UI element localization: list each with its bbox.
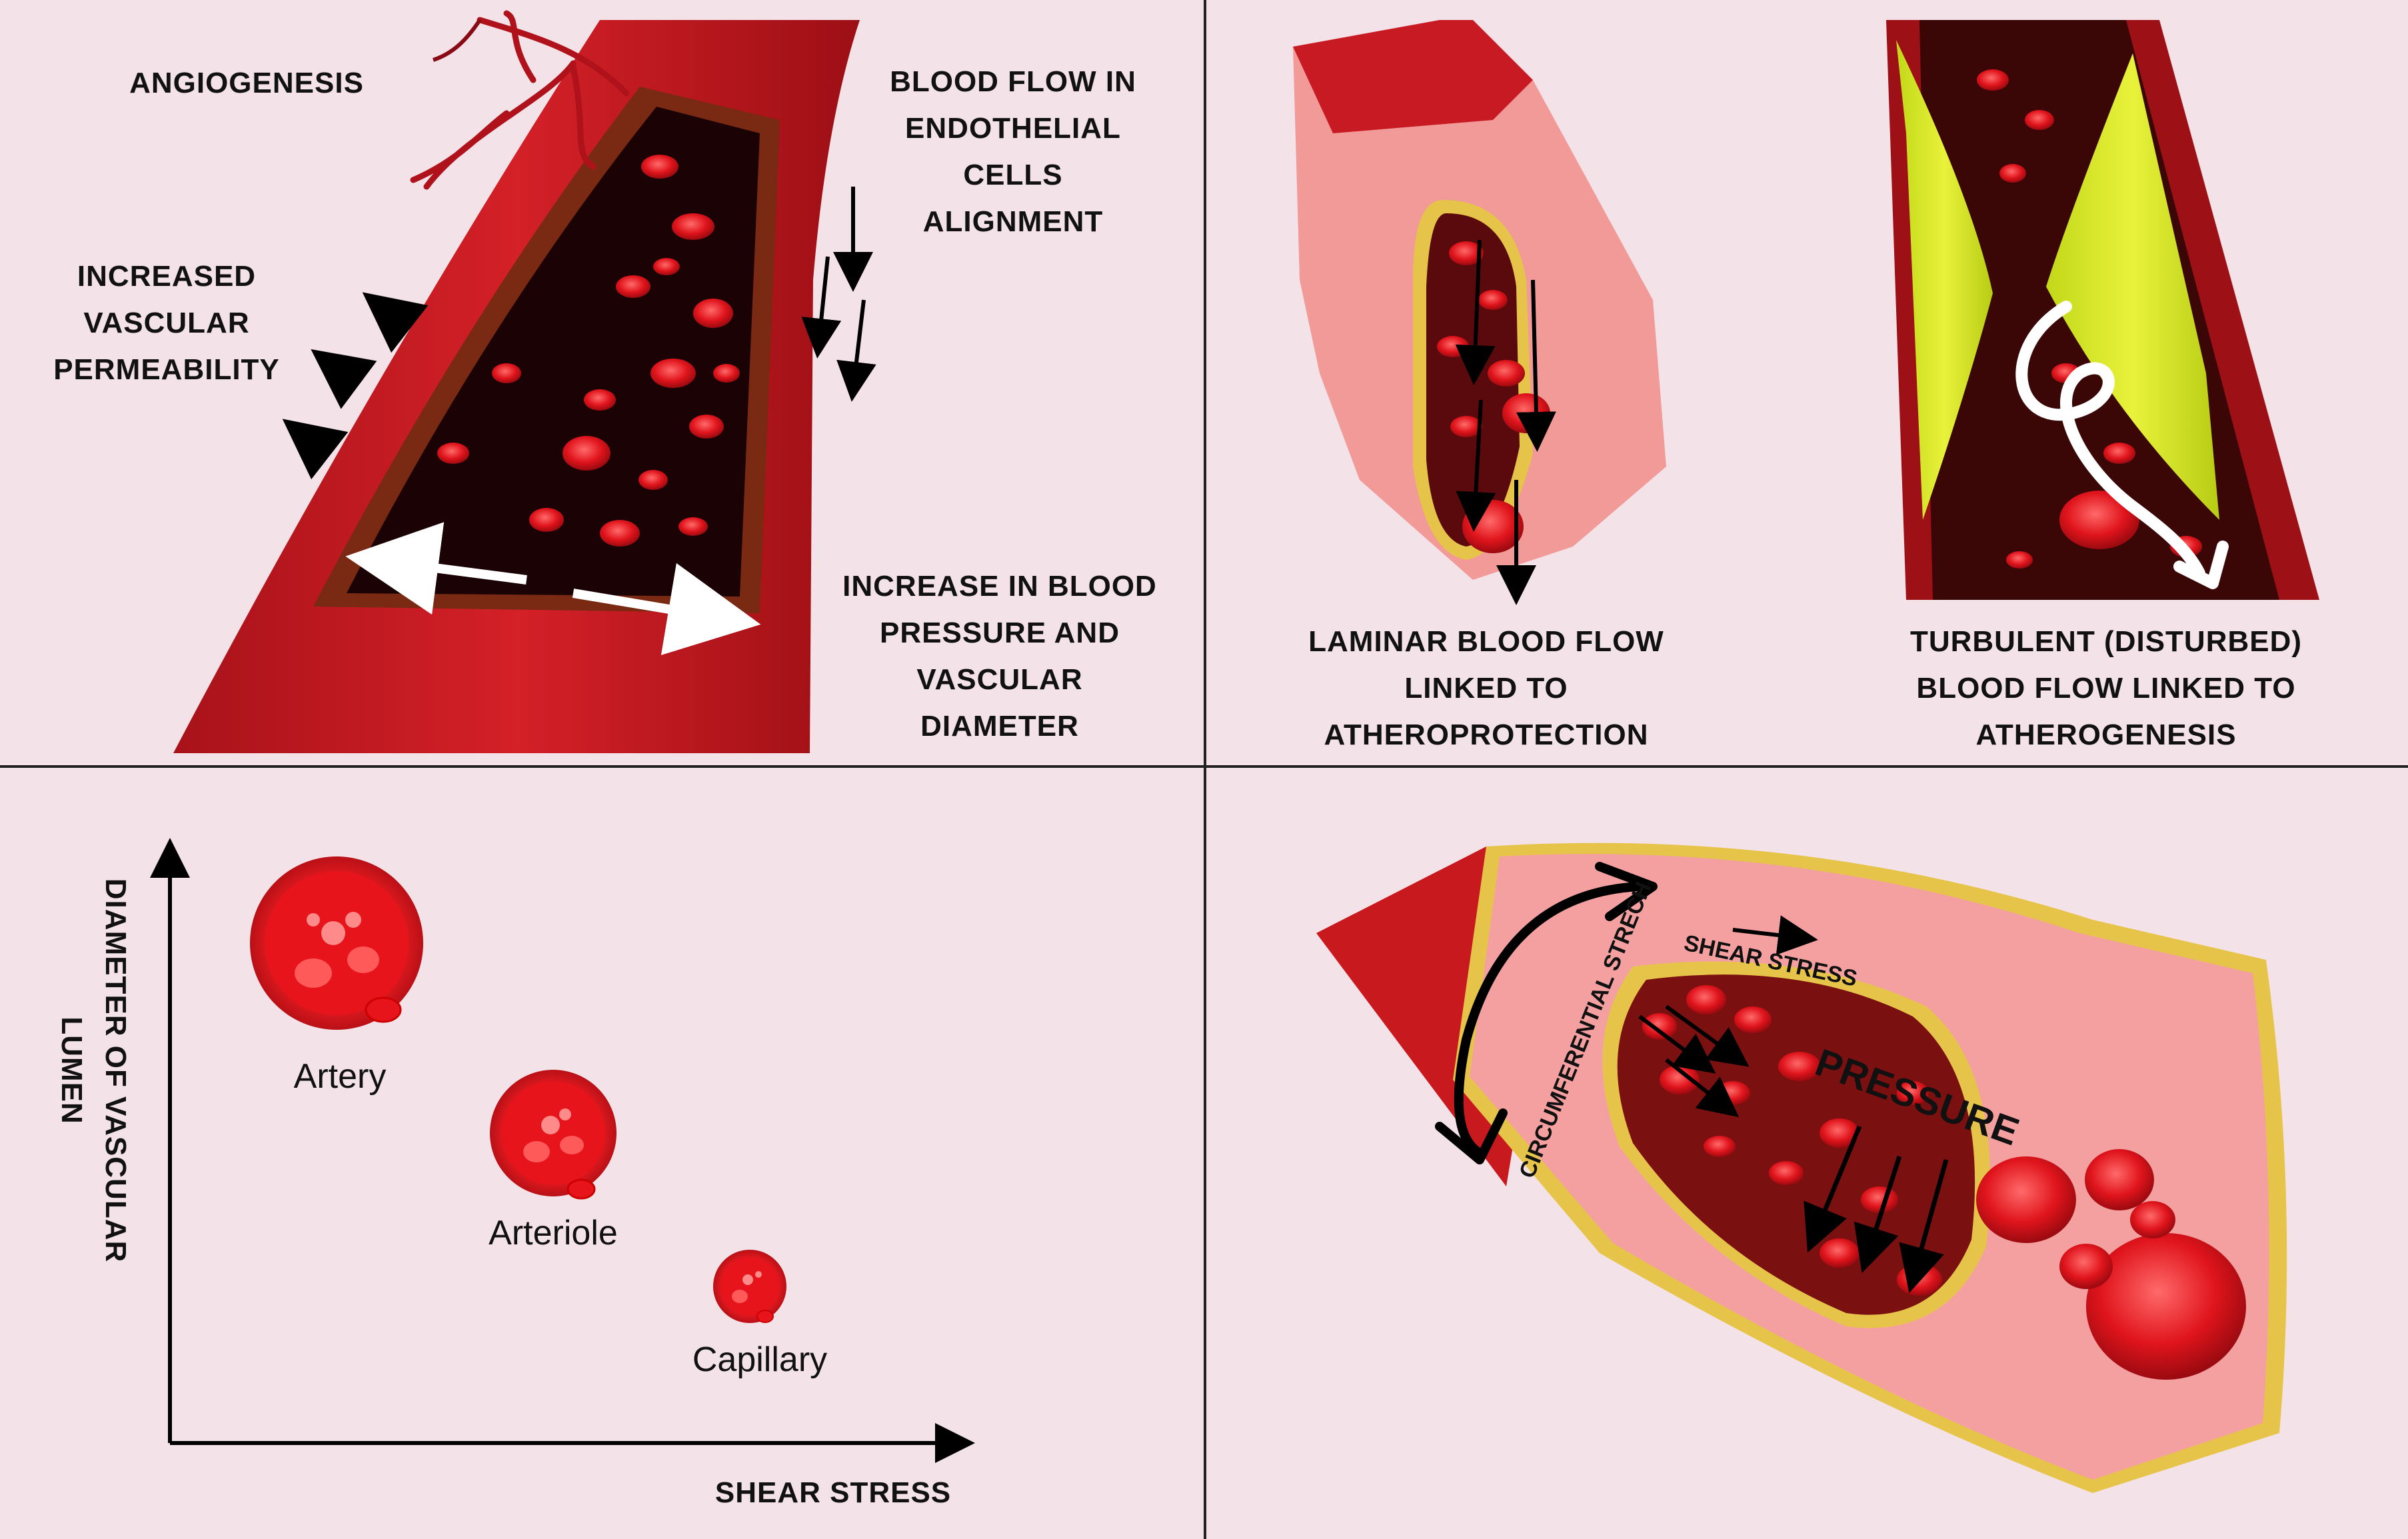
laminar-line-3: ATHEROPROTECTION: [1324, 719, 1649, 751]
pressure-line-2: PRESSURE AND: [880, 617, 1120, 649]
pressure-line-1: INCREASE IN BLOOD: [842, 570, 1157, 603]
laminar-line-2: LINKED TO: [1404, 672, 1568, 705]
arteriole-label: Arteriole: [453, 1210, 653, 1256]
permeability-line-3: PERMEABILITY: [53, 353, 280, 386]
arteriole-text: Arteriole: [489, 1214, 618, 1252]
flow-line-1: BLOOD FLOW IN: [890, 65, 1136, 98]
capillary-cross-section: [713, 1250, 786, 1323]
y-axis-label: DIAMETER OF VASCULAR LUMEN: [49, 870, 137, 1270]
panel-a-vessel-illustration: [173, 10, 876, 753]
capillary-label: Capillary: [660, 1336, 860, 1383]
x-axis-label: SHEAR STRESS: [693, 1470, 973, 1516]
laminar-label: LAMINAR BLOOD FLOW LINKED TO ATHEROPROTE…: [1280, 619, 1693, 759]
angiogenesis-label: ANGIOGENESIS: [113, 60, 380, 107]
flow-line-3: CELLS: [963, 159, 1063, 191]
panel-b-laminar-illustration: [1293, 20, 1666, 605]
arteriole-cross-section: [490, 1070, 616, 1200]
permeability-line-1: INCREASED: [77, 260, 257, 293]
turbulent-line-2: BLOOD FLOW LINKED TO: [1916, 672, 2296, 705]
x-axis-text: SHEAR STRESS: [714, 1476, 952, 1509]
panel-c-axes: [150, 838, 975, 1463]
artery-cross-section: [250, 856, 423, 1030]
panel-b-turbulent-illustration: [1886, 20, 2319, 600]
permeability-label: INCREASED VASCULAR PERMEABILITY: [27, 253, 307, 393]
angiogenesis-text: ANGIOGENESIS: [129, 67, 364, 99]
flow-alignment-label: BLOOD FLOW IN ENDOTHELIAL CELLS ALIGNMEN…: [860, 59, 1166, 245]
artery-text: Artery: [293, 1057, 387, 1096]
laminar-line-1: LAMINAR BLOOD FLOW: [1308, 625, 1664, 658]
capillary-text: Capillary: [692, 1340, 828, 1379]
turbulent-label: TURBULENT (DISTURBED) BLOOD FLOW LINKED …: [1886, 619, 2326, 759]
flow-line-2: ENDOTHELIAL: [905, 112, 1121, 145]
turbulent-line-1: TURBULENT (DISTURBED): [1909, 625, 2303, 658]
permeability-line-2: VASCULAR: [83, 307, 250, 339]
artery-label: Artery: [240, 1053, 440, 1100]
y-axis-line-2: LUMEN: [55, 1016, 88, 1124]
flow-line-4: ALIGNMENT: [922, 205, 1104, 238]
y-axis-line-1: DIAMETER OF VASCULAR: [99, 878, 132, 1263]
turbulent-line-3: ATHEROGENESIS: [1975, 719, 2237, 751]
pressure-line-4: DIAMETER: [920, 710, 1079, 743]
pressure-diameter-label: INCREASE IN BLOOD PRESSURE AND VASCULAR …: [813, 563, 1186, 750]
pressure-line-3: VASCULAR: [916, 663, 1083, 696]
panel-d-vessel-illustration: [1316, 842, 2287, 1493]
